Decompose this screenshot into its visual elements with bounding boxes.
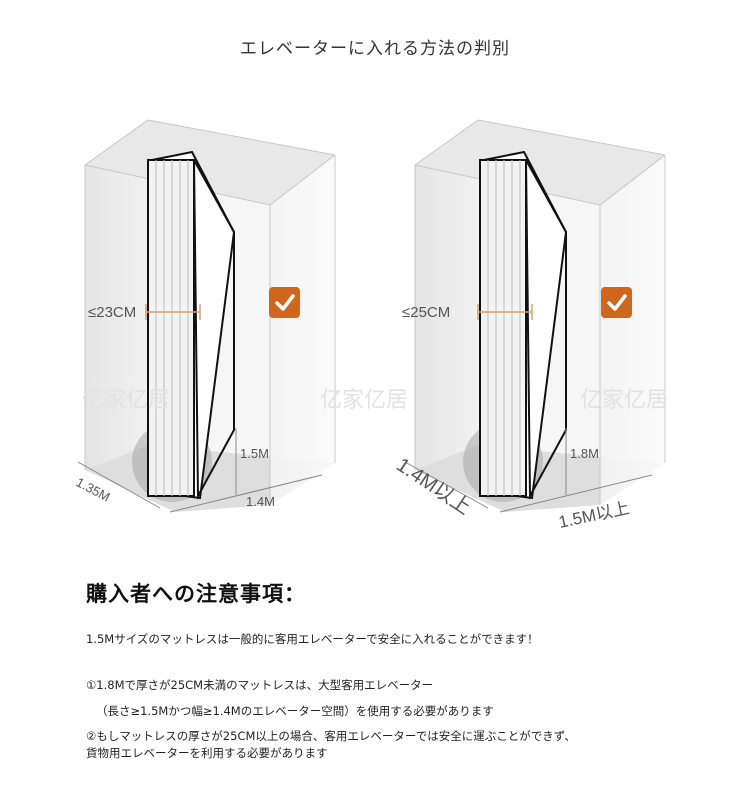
notes-heading: 購入者への注意事項： [86, 582, 306, 606]
width-label-left: ≤23CM [88, 304, 136, 321]
check-icon [269, 287, 300, 318]
note-line: （長さ≥1.5Mかつ幅≥1.4Mのエレベーター空間）を使用する必要があります [96, 704, 494, 718]
left-wall [85, 120, 148, 470]
height-label-left: 1.5M [240, 446, 269, 461]
right-wall [270, 155, 335, 505]
mattress-right [479, 150, 568, 500]
watermark: 亿家亿居 [82, 388, 170, 413]
watermark: 亿家亿居 [320, 388, 408, 413]
note-line: ①1.8Mで厚さが25CM未満のマットレスは、大型客用エレベーター [86, 678, 434, 692]
note-line: ②もしマットレスの厚さが25CM以上の場合、客用エレベーターでは安全に運ぶことが… [86, 729, 576, 743]
elevator-left: ≤23CM 1.5M 1.4M 1.35M [74, 119, 336, 513]
height-label-right: 1.8M [570, 446, 599, 461]
width-measure-right [477, 304, 533, 320]
page-title: エレベーターに入れる方法の判別 [240, 39, 510, 59]
width-measure-left [145, 304, 201, 320]
depth-label-left: 1.4M [246, 494, 275, 509]
ceiling [85, 120, 335, 205]
note-line: 貨物用エレベーターを利用する必要があります [86, 746, 328, 760]
mattress-left [147, 150, 236, 500]
ceiling [415, 120, 665, 205]
right-wall [600, 155, 665, 505]
check-icon [601, 287, 632, 318]
elevator-diagrams: ≤23CM 1.5M 1.4M 1.35M [74, 119, 668, 532]
elevator-right: ≤25CM 1.8M 1.5M以上 1.4M以上 [392, 119, 666, 532]
width-label-right: ≤25CM [402, 304, 450, 321]
left-wall [415, 120, 478, 470]
watermark: 亿家亿居 [580, 388, 668, 413]
note-line: 1.5Mサイズのマットレスは一般的に客用エレベーターで安全に入れることができます… [86, 632, 539, 646]
